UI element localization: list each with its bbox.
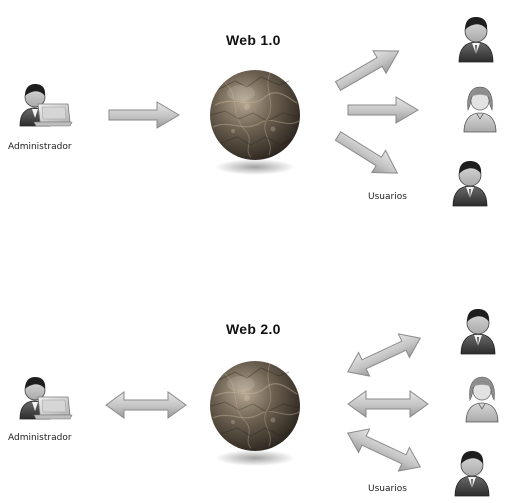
- double-arrow-icon: [341, 325, 427, 385]
- web2-users-label: Usuarios: [368, 484, 407, 494]
- web2-title: Web 2.0: [226, 321, 281, 337]
- double-arrow-icon: [347, 390, 429, 418]
- user-male-icon: [460, 308, 496, 355]
- user-male-icon: [454, 450, 490, 497]
- globe-icon: [209, 69, 301, 176]
- admin-laptop-icon: [19, 83, 73, 127]
- arrow-right-icon: [330, 124, 405, 185]
- arrow-right-icon: [108, 101, 180, 129]
- web1-admin-label: Administrador: [8, 142, 72, 152]
- user-female-icon: [463, 86, 497, 133]
- globe-icon: [209, 360, 301, 467]
- admin-laptop-icon: [19, 376, 73, 420]
- user-male-icon: [452, 160, 488, 207]
- web1-title: Web 1.0: [226, 32, 281, 48]
- arrow-right-icon: [331, 39, 406, 98]
- web1-users-label: Usuarios: [368, 192, 407, 202]
- web2-admin-label: Administrador: [8, 433, 72, 443]
- double-arrow-icon: [105, 391, 187, 419]
- user-male-icon: [458, 16, 494, 63]
- arrow-right-icon: [347, 96, 419, 124]
- user-female-icon: [465, 376, 499, 423]
- double-arrow-icon: [341, 420, 427, 480]
